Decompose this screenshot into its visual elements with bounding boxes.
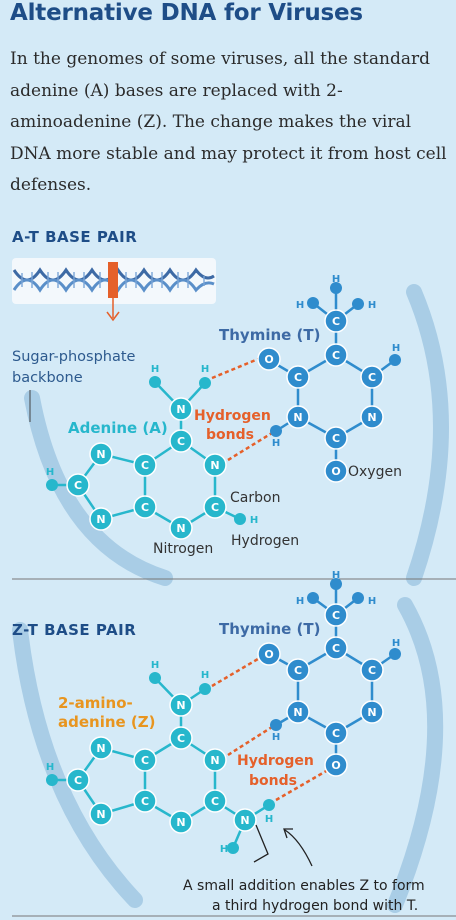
hbond-label-zt-1: Hydrogen [237,753,314,769]
svg-text:N: N [293,411,302,424]
svg-text:O: O [331,465,340,478]
h-label: H [250,515,258,526]
note-line1: A small addition enables Z to form [183,878,425,894]
at-heading: A-T BASE PAIR [12,228,137,246]
svg-text:C: C [211,795,219,808]
hbond-label-zt-2: bonds [249,773,297,789]
svg-text:C: C [332,315,340,328]
svg-text:C: C [332,432,340,445]
svg-text:C: C [368,664,376,677]
h-label: H [368,596,376,607]
h-label: H [151,364,159,375]
svg-text:C: C [177,435,185,448]
svg-text:N: N [96,448,105,461]
hbond-label-at-1: Hydrogen [194,408,271,424]
h-label: H [201,364,209,375]
svg-text:N: N [176,699,185,712]
h-label: H [46,762,54,773]
note-line2: a third hydrogen bond with T. [212,898,418,914]
svg-text:C: C [211,501,219,514]
adenine-atoms: C C N C C N N N N C [46,376,246,540]
h-label: H [272,438,280,449]
h-label: H [265,814,273,825]
svg-text:C: C [141,754,149,767]
backbone-arc-right-bottom [387,597,444,913]
svg-text:C: C [74,479,82,492]
zt-heading: Z-T BASE PAIR [12,621,136,639]
dna-helix-icon [12,258,216,322]
thymine-atoms-zt: C C C C N N C O O [257,578,401,777]
svg-text:N: N [176,816,185,829]
svg-text:C: C [332,642,340,655]
svg-text:C: C [332,609,340,622]
oxygen-legend: Oxygen [348,464,402,480]
backbone-arc-left-bottom [12,622,143,908]
svg-text:N: N [210,754,219,767]
svg-text:N: N [96,513,105,526]
svg-text:C: C [141,795,149,808]
h-label: H [296,596,304,607]
svg-text:N: N [176,403,185,416]
h-label: H [151,660,159,671]
h-label: H [332,570,340,581]
h-label: H [46,467,54,478]
thymine-label-zt: Thymine (T) [219,620,320,638]
svg-text:C: C [368,371,376,384]
svg-text:N: N [96,742,105,755]
adenine-label: Adenine (A) [68,419,168,437]
svg-text:N: N [96,808,105,821]
hydrogen-legend: Hydrogen [231,533,299,549]
backbone-arc-right-top [406,284,449,586]
carbon-legend: Carbon [230,490,280,506]
svg-text:N: N [293,706,302,719]
svg-text:C: C [294,664,302,677]
h-label: H [368,300,376,311]
intro-paragraph: In the genomes of some viruses, all the … [10,49,447,195]
svg-text:C: C [332,727,340,740]
svg-text:N: N [367,411,376,424]
h-label: H [332,274,340,285]
h-label: H [220,844,228,855]
thymine-label-at: Thymine (T) [219,326,320,344]
svg-text:O: O [331,759,340,772]
page-title: Alternative DNA for Viruses [10,0,363,26]
svg-text:N: N [240,814,249,827]
svg-text:C: C [294,371,302,384]
nitrogen-legend: Nitrogen [153,541,213,557]
svg-text:C: C [177,732,185,745]
svg-text:N: N [210,459,219,472]
aminoadenine-label-1: 2-amino- [58,694,133,712]
svg-text:C: C [332,349,340,362]
svg-text:O: O [264,648,273,661]
h-label: H [201,670,209,681]
backbone-label-line1: Sugar-phosphate [12,349,136,365]
h-label: H [272,732,280,743]
h-label: H [392,638,400,649]
backbone-arc-left-top [24,390,173,586]
thymine-atoms-at: C C C C N N C O O [257,282,401,483]
svg-text:O: O [264,353,273,366]
svg-text:C: C [141,459,149,472]
svg-text:N: N [367,706,376,719]
svg-text:N: N [176,522,185,535]
h-label: H [392,343,400,354]
hbond-label-at-2: bonds [206,427,254,443]
svg-text:C: C [141,501,149,514]
h-label: H [296,300,304,311]
z-bracket [253,824,269,863]
backbone-label-line2: backbone [12,370,83,386]
svg-text:C: C [74,774,82,787]
aminoadenine-label-2: adenine (Z) [58,713,156,731]
note-arrow [284,829,313,867]
aminoadenine-atoms: C C N C C N N N N C N [46,672,275,854]
